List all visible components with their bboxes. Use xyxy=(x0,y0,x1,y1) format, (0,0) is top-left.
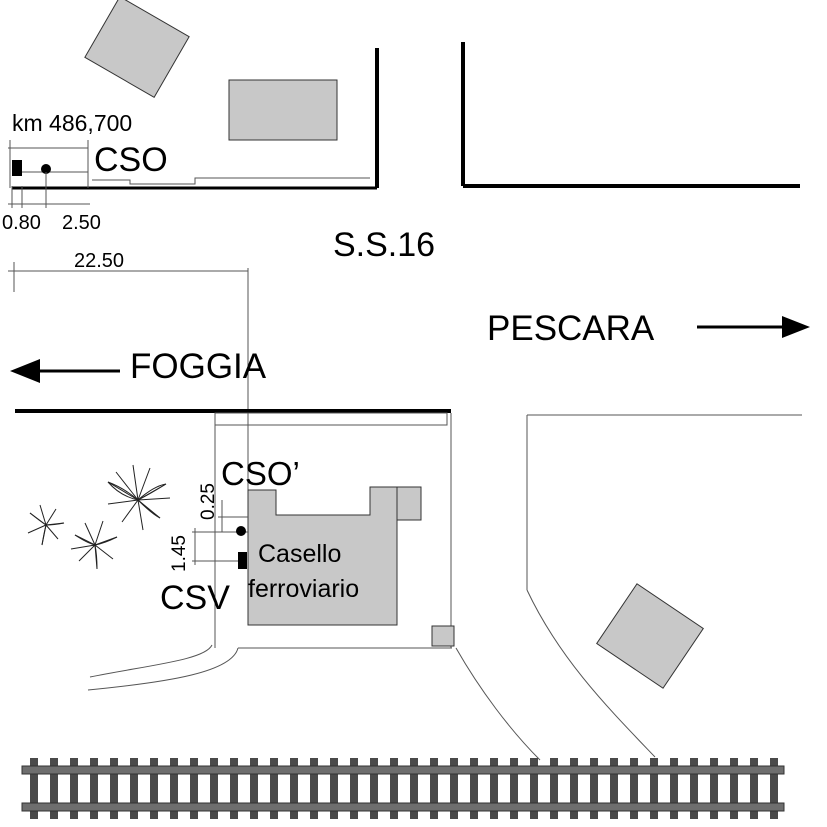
rotated-building-top xyxy=(84,0,190,98)
csv-label: CSV xyxy=(160,579,230,617)
railway-sleeper xyxy=(310,758,318,819)
railway-sleeper xyxy=(690,758,698,819)
path-curve-inner xyxy=(87,647,239,691)
railway-sleeper xyxy=(170,758,178,819)
dim-025-label: 0.25 xyxy=(198,483,219,520)
railway-sleeper xyxy=(470,758,478,819)
railway-sleeper xyxy=(590,758,598,819)
railway-sleeper xyxy=(410,758,418,819)
dim-080-label: 0.80 xyxy=(2,212,41,234)
rail-bottom xyxy=(21,802,785,812)
plant-icon xyxy=(27,464,171,570)
railway-sleeper xyxy=(650,758,658,819)
railway-sleeper xyxy=(570,758,578,819)
railway-sleeper xyxy=(30,758,38,819)
lr-curve xyxy=(526,589,656,758)
railway-sleeper xyxy=(250,758,258,819)
dimension-top-left xyxy=(8,172,90,208)
railway-sleeper xyxy=(770,758,778,819)
foggia-arrow-icon xyxy=(10,359,120,383)
top-left-block xyxy=(8,0,379,190)
railway-sleeper xyxy=(610,758,618,819)
railway-sleeper xyxy=(110,758,118,819)
casello-building xyxy=(247,486,422,626)
railway-sleeper xyxy=(190,758,198,819)
railway-sleeper xyxy=(210,758,218,819)
dim-250-label: 2.50 xyxy=(62,212,101,234)
dim-2250-label: 22.50 xyxy=(74,250,124,272)
direction-right-label: PESCARA xyxy=(487,309,655,348)
cso-point-top xyxy=(41,164,51,174)
building-label-line2: ferroviario xyxy=(248,575,359,603)
cso-top-label: CSO xyxy=(94,141,168,179)
railway-sleeper xyxy=(430,758,438,819)
lower-left-block xyxy=(15,409,541,761)
railway-sleeper xyxy=(730,758,738,819)
railway-sleeper xyxy=(370,758,378,819)
railway-sleeper xyxy=(530,758,538,819)
small-square-building xyxy=(431,625,455,647)
dim-145-label: 1.45 xyxy=(169,535,190,572)
railway-track xyxy=(21,758,785,819)
rotated-building-bottom xyxy=(596,583,704,689)
road-label: S.S.16 xyxy=(333,226,435,264)
railway-sleeper xyxy=(290,758,298,819)
railway-sleeper xyxy=(670,758,678,819)
pescara-arrow-icon xyxy=(697,316,810,338)
cso-top-markers xyxy=(12,160,51,176)
path-curve-outer xyxy=(89,644,213,678)
cso-prime-label: CSO’ xyxy=(221,455,300,492)
direction-left-label: FOGGIA xyxy=(130,347,267,386)
railway-sleeper xyxy=(450,758,458,819)
railway-sleeper xyxy=(150,758,158,819)
road-diagonal xyxy=(455,647,541,761)
railway-sleeper xyxy=(490,758,498,819)
lower-right-block xyxy=(526,414,802,758)
railway-sleeper xyxy=(390,758,398,819)
railway-sleeper xyxy=(710,758,718,819)
cso-prime-point xyxy=(236,526,246,536)
railway-sleeper xyxy=(750,758,758,819)
railway-sleeper xyxy=(270,758,278,819)
building-top-middle xyxy=(228,79,338,141)
csv-marker-top xyxy=(12,160,22,176)
top-right-block xyxy=(461,42,800,188)
railway-sleeper xyxy=(50,758,58,819)
railway-sleeper xyxy=(510,758,518,819)
rail-top xyxy=(21,765,785,775)
railway-sleeper xyxy=(630,758,638,819)
railway-sleeper xyxy=(230,758,238,819)
railway-sleeper xyxy=(70,758,78,819)
railway-sleeper xyxy=(90,758,98,819)
sidewalk-outline xyxy=(92,177,370,185)
railway-sleeper xyxy=(350,758,358,819)
ll-thin-strip xyxy=(214,412,448,426)
railway-sleeper xyxy=(550,758,558,819)
building-label-line1: Casello xyxy=(258,540,341,568)
csv-marker xyxy=(238,552,247,569)
km-label: km 486,700 xyxy=(12,110,132,136)
railway-sleeper xyxy=(130,758,138,819)
railway-sleeper xyxy=(330,758,338,819)
